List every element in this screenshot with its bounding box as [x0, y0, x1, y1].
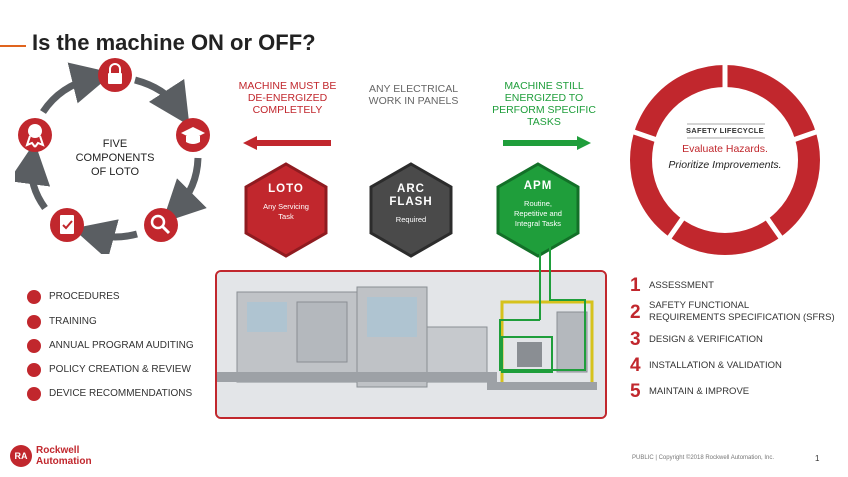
ring-gap	[666, 216, 686, 240]
de-energized-caption: MACHINE MUST BE DE-ENERGIZED COMPLETELY	[230, 80, 345, 116]
step-label: DESIGN & VERIFICATION	[649, 334, 763, 345]
cycle-arrow-2	[162, 157, 207, 223]
lifecycle-title: SAFETY LIFECYCLE	[685, 126, 764, 135]
lifecycle-line-2: Prioritize Improvements.	[668, 159, 782, 171]
graduation-cap-icon	[176, 118, 210, 152]
list-item-label: POLICY CREATION & REVIEW	[49, 364, 191, 375]
loto-cycle-diagram	[15, 58, 210, 254]
step-number: 1	[630, 275, 641, 296]
step-label: SAFETY FUNCTIONAL	[649, 300, 750, 311]
page-number: 1	[815, 454, 820, 463]
hex-subtitle: Required	[395, 215, 427, 224]
logo-wordmark: Rockwell Automation	[36, 445, 92, 467]
caption-line: ENERGIZED TO	[504, 92, 584, 104]
hex-sub-line: Integral Tasks	[514, 219, 562, 228]
hex-title: ARC	[397, 183, 425, 195]
cycle-label-line: COMPONENTS	[75, 152, 155, 164]
safety-lifecycle-ring	[630, 64, 820, 255]
arc-flash-hexagon-text: ARC FLASH Required	[368, 183, 454, 225]
magnifier-icon	[27, 339, 41, 353]
hex-subtitle: Any Servicing Task	[243, 202, 329, 222]
list-item-label: DEVICE RECOMMENDATIONS	[49, 388, 193, 399]
caption-line: DE-ENERGIZED	[247, 92, 328, 104]
cycle-arrow-4	[15, 142, 51, 211]
ring-gap	[764, 216, 784, 240]
graduation-cap-icon	[27, 315, 41, 329]
hex-sub-line: Repetitive and	[514, 209, 562, 218]
list-item-label: PROCEDURES	[49, 291, 120, 302]
magnifier-icon	[144, 208, 178, 242]
step-number: 3	[630, 329, 641, 350]
list-item-label: TRAINING	[49, 316, 97, 327]
caption-line: MACHINE STILL	[504, 80, 584, 92]
caption-line: MACHINE MUST BE	[238, 80, 337, 92]
energized-caption: MACHINE STILL ENERGIZED TO PERFORM SPECI…	[484, 80, 604, 128]
apm-connector-lines	[499, 230, 586, 371]
cycle-center-label: FIVE COMPONENTS OF LOTO	[70, 137, 160, 179]
caption-line: PERFORM SPECIFIC	[492, 104, 596, 116]
cycle-arrow-3	[72, 219, 138, 254]
hex-sub-line: Any Servicing	[263, 202, 309, 211]
logo-line: Automation	[36, 456, 92, 467]
electrical-work-caption: ANY ELECTRICAL WORK IN PANELS	[356, 83, 471, 107]
step-label: INSTALLATION & VALIDATION	[649, 360, 782, 371]
loto-hexagon	[244, 162, 328, 258]
caption-line: TASKS	[527, 116, 561, 128]
step-label: REQUIREMENTS SPECIFICATION (SFRS)	[649, 312, 835, 323]
list-item-label: ANNUAL PROGRAM AUDITING	[49, 340, 194, 351]
machine-photo	[215, 270, 607, 419]
hex-title: FLASH	[389, 196, 433, 208]
copyright-footer: PUBLIC | Copyright ©2018 Rockwell Automa…	[632, 455, 775, 461]
ring-gap	[633, 129, 658, 143]
cycle-label-line: FIVE	[102, 138, 128, 150]
hex-title: APM	[523, 180, 553, 192]
cycle-arrow-5	[40, 62, 114, 115]
loto-hexagon-text: LOTO Any Servicing Task	[243, 183, 329, 222]
checklist-icon	[50, 208, 84, 242]
hex-subtitle: Routine, Repetitive and Integral Tasks	[495, 199, 581, 229]
title-accent-line	[0, 45, 26, 47]
logo-mark: RA	[10, 445, 32, 467]
lifecycle-line-1: Evaluate Hazards.	[682, 143, 768, 155]
checklist-icon	[27, 363, 41, 377]
page-title: Is the machine ON or OFF?	[32, 30, 316, 55]
hex-sub-line: Routine,	[524, 199, 552, 208]
apm-hexagon-text: APM Routine, Repetitive and Integral Tas…	[495, 180, 581, 229]
right-arrow-icon	[503, 136, 591, 150]
lock-icon	[98, 58, 132, 92]
logo-line: Rockwell	[36, 445, 80, 456]
caption-line: WORK IN PANELS	[368, 95, 459, 107]
cycle-label-line: OF LOTO	[90, 166, 140, 178]
arc-flash-hexagon	[369, 162, 453, 258]
left-arrow-icon	[243, 136, 331, 150]
ribbon-badge-icon	[27, 387, 41, 401]
step-number: 5	[630, 381, 641, 402]
caption-line: COMPLETELY	[252, 104, 323, 116]
hex-title: LOTO	[268, 183, 304, 195]
lock-icon	[27, 290, 41, 304]
step-label: MAINTAIN & IMPROVE	[649, 386, 750, 397]
hex-sub-line: Task	[278, 212, 294, 221]
cycle-arrow-1	[134, 76, 190, 126]
step-number: 2	[630, 302, 641, 323]
step-label: ASSESSMENT	[649, 280, 714, 291]
step-number: 4	[630, 355, 641, 376]
ring-gap	[792, 129, 817, 143]
ribbon-badge-icon	[18, 118, 52, 152]
caption-line: ANY ELECTRICAL	[368, 83, 459, 95]
apm-hexagon	[496, 162, 580, 258]
